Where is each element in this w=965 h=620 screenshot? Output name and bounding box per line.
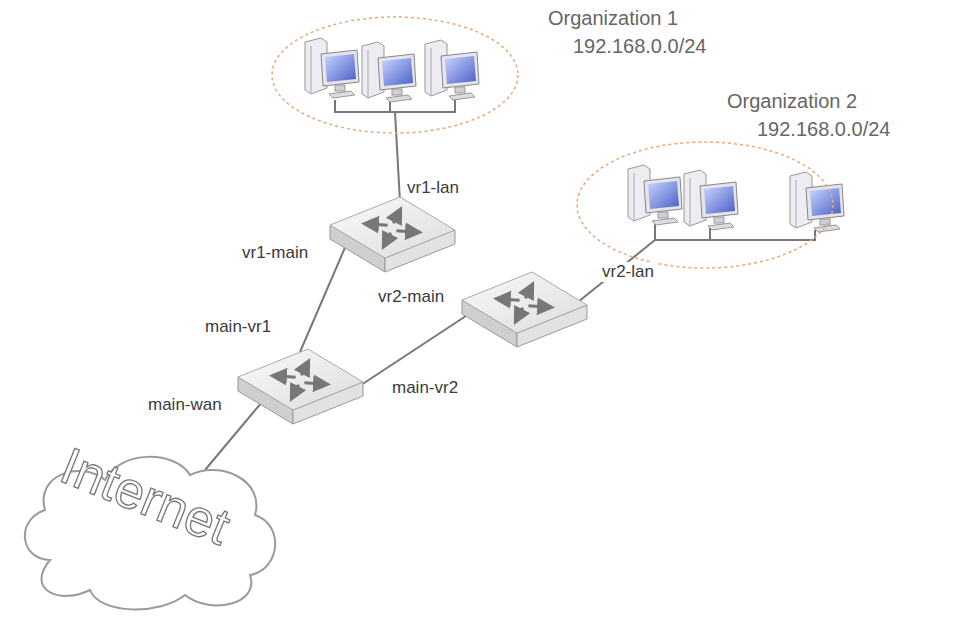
internet-cloud: Internet [10,440,290,615]
region-outline [575,140,835,270]
organization-region: Organization 2192.168.0.0/24 [575,140,835,270]
organization-name: Organization 1 [548,7,678,30]
router-icon [462,272,587,347]
computer-icon [684,170,738,230]
computer-icon [362,42,416,102]
computer-icon [790,172,844,232]
interface-label: main-vr1 [203,317,273,337]
router-icon [330,197,455,272]
interface-label: vr2-lan [600,262,656,282]
network-wires [205,100,815,470]
interface-label: vr1-main [240,243,310,263]
interface-label: main-vr2 [390,378,460,398]
subnet-address: 192.168.0.0/24 [573,35,706,58]
interface-label: vr2-main [376,287,446,307]
computer-icon [305,38,359,98]
organization-region: Organization 1192.168.0.0/24 [270,15,520,135]
interface-label: vr1-lan [405,178,461,198]
computer-icon [425,40,479,100]
computer-icon [628,165,682,225]
organization-name: Organization 2 [727,90,857,113]
router-icon [238,349,363,424]
region-outline [270,15,520,135]
subnet-address: 192.168.0.0/24 [757,118,890,141]
interface-label: main-wan [146,395,224,415]
routers [238,197,587,424]
